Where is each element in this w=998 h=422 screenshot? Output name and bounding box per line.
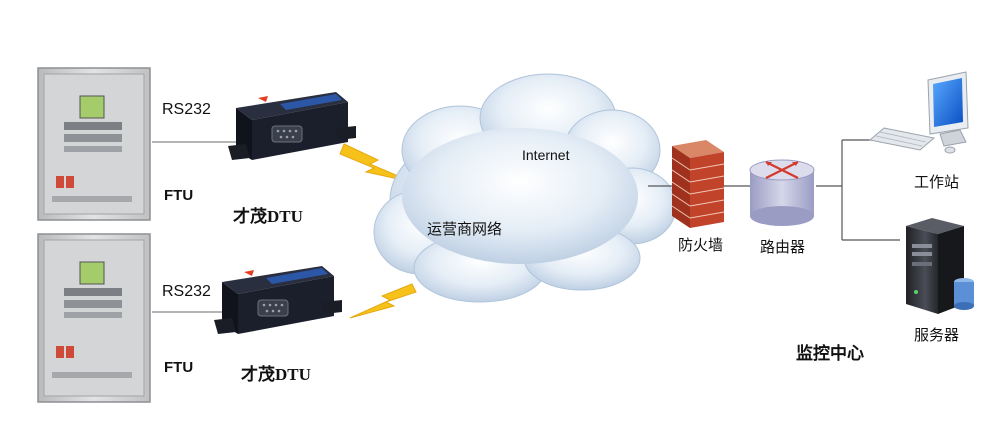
wireless-link-icon-1	[339, 143, 413, 183]
workstation-label: 工作站	[914, 174, 960, 191]
firewall-label: 防火墙	[678, 237, 724, 254]
ftu-cabinet-1	[37, 67, 151, 221]
rs232-label-2: RS232	[162, 283, 211, 300]
dtu-label-2: 才茂DTU	[241, 365, 311, 384]
firewall-icon	[671, 140, 725, 228]
dtu-device-2	[214, 266, 342, 334]
ftu-cabinet-2	[37, 233, 151, 403]
carrier-network-label: 运营商网络	[427, 221, 503, 238]
wireless-link-icon-2	[349, 283, 417, 319]
internet-cloud	[373, 73, 677, 303]
ftu-label-2: FTU	[164, 359, 194, 376]
dtu-label-1: 才茂DTU	[233, 207, 303, 226]
workstation-icon	[868, 71, 969, 154]
server-label: 服务器	[914, 327, 960, 344]
server-icon	[906, 218, 974, 314]
monitoring-center-title: 监控中心	[796, 344, 864, 363]
dtu-device-1	[228, 92, 356, 160]
router-icon	[749, 159, 815, 226]
ftu-label-1: FTU	[164, 187, 194, 204]
rs232-label-1: RS232	[162, 101, 211, 118]
internet-label: Internet	[522, 147, 570, 163]
router-label: 路由器	[760, 239, 806, 256]
